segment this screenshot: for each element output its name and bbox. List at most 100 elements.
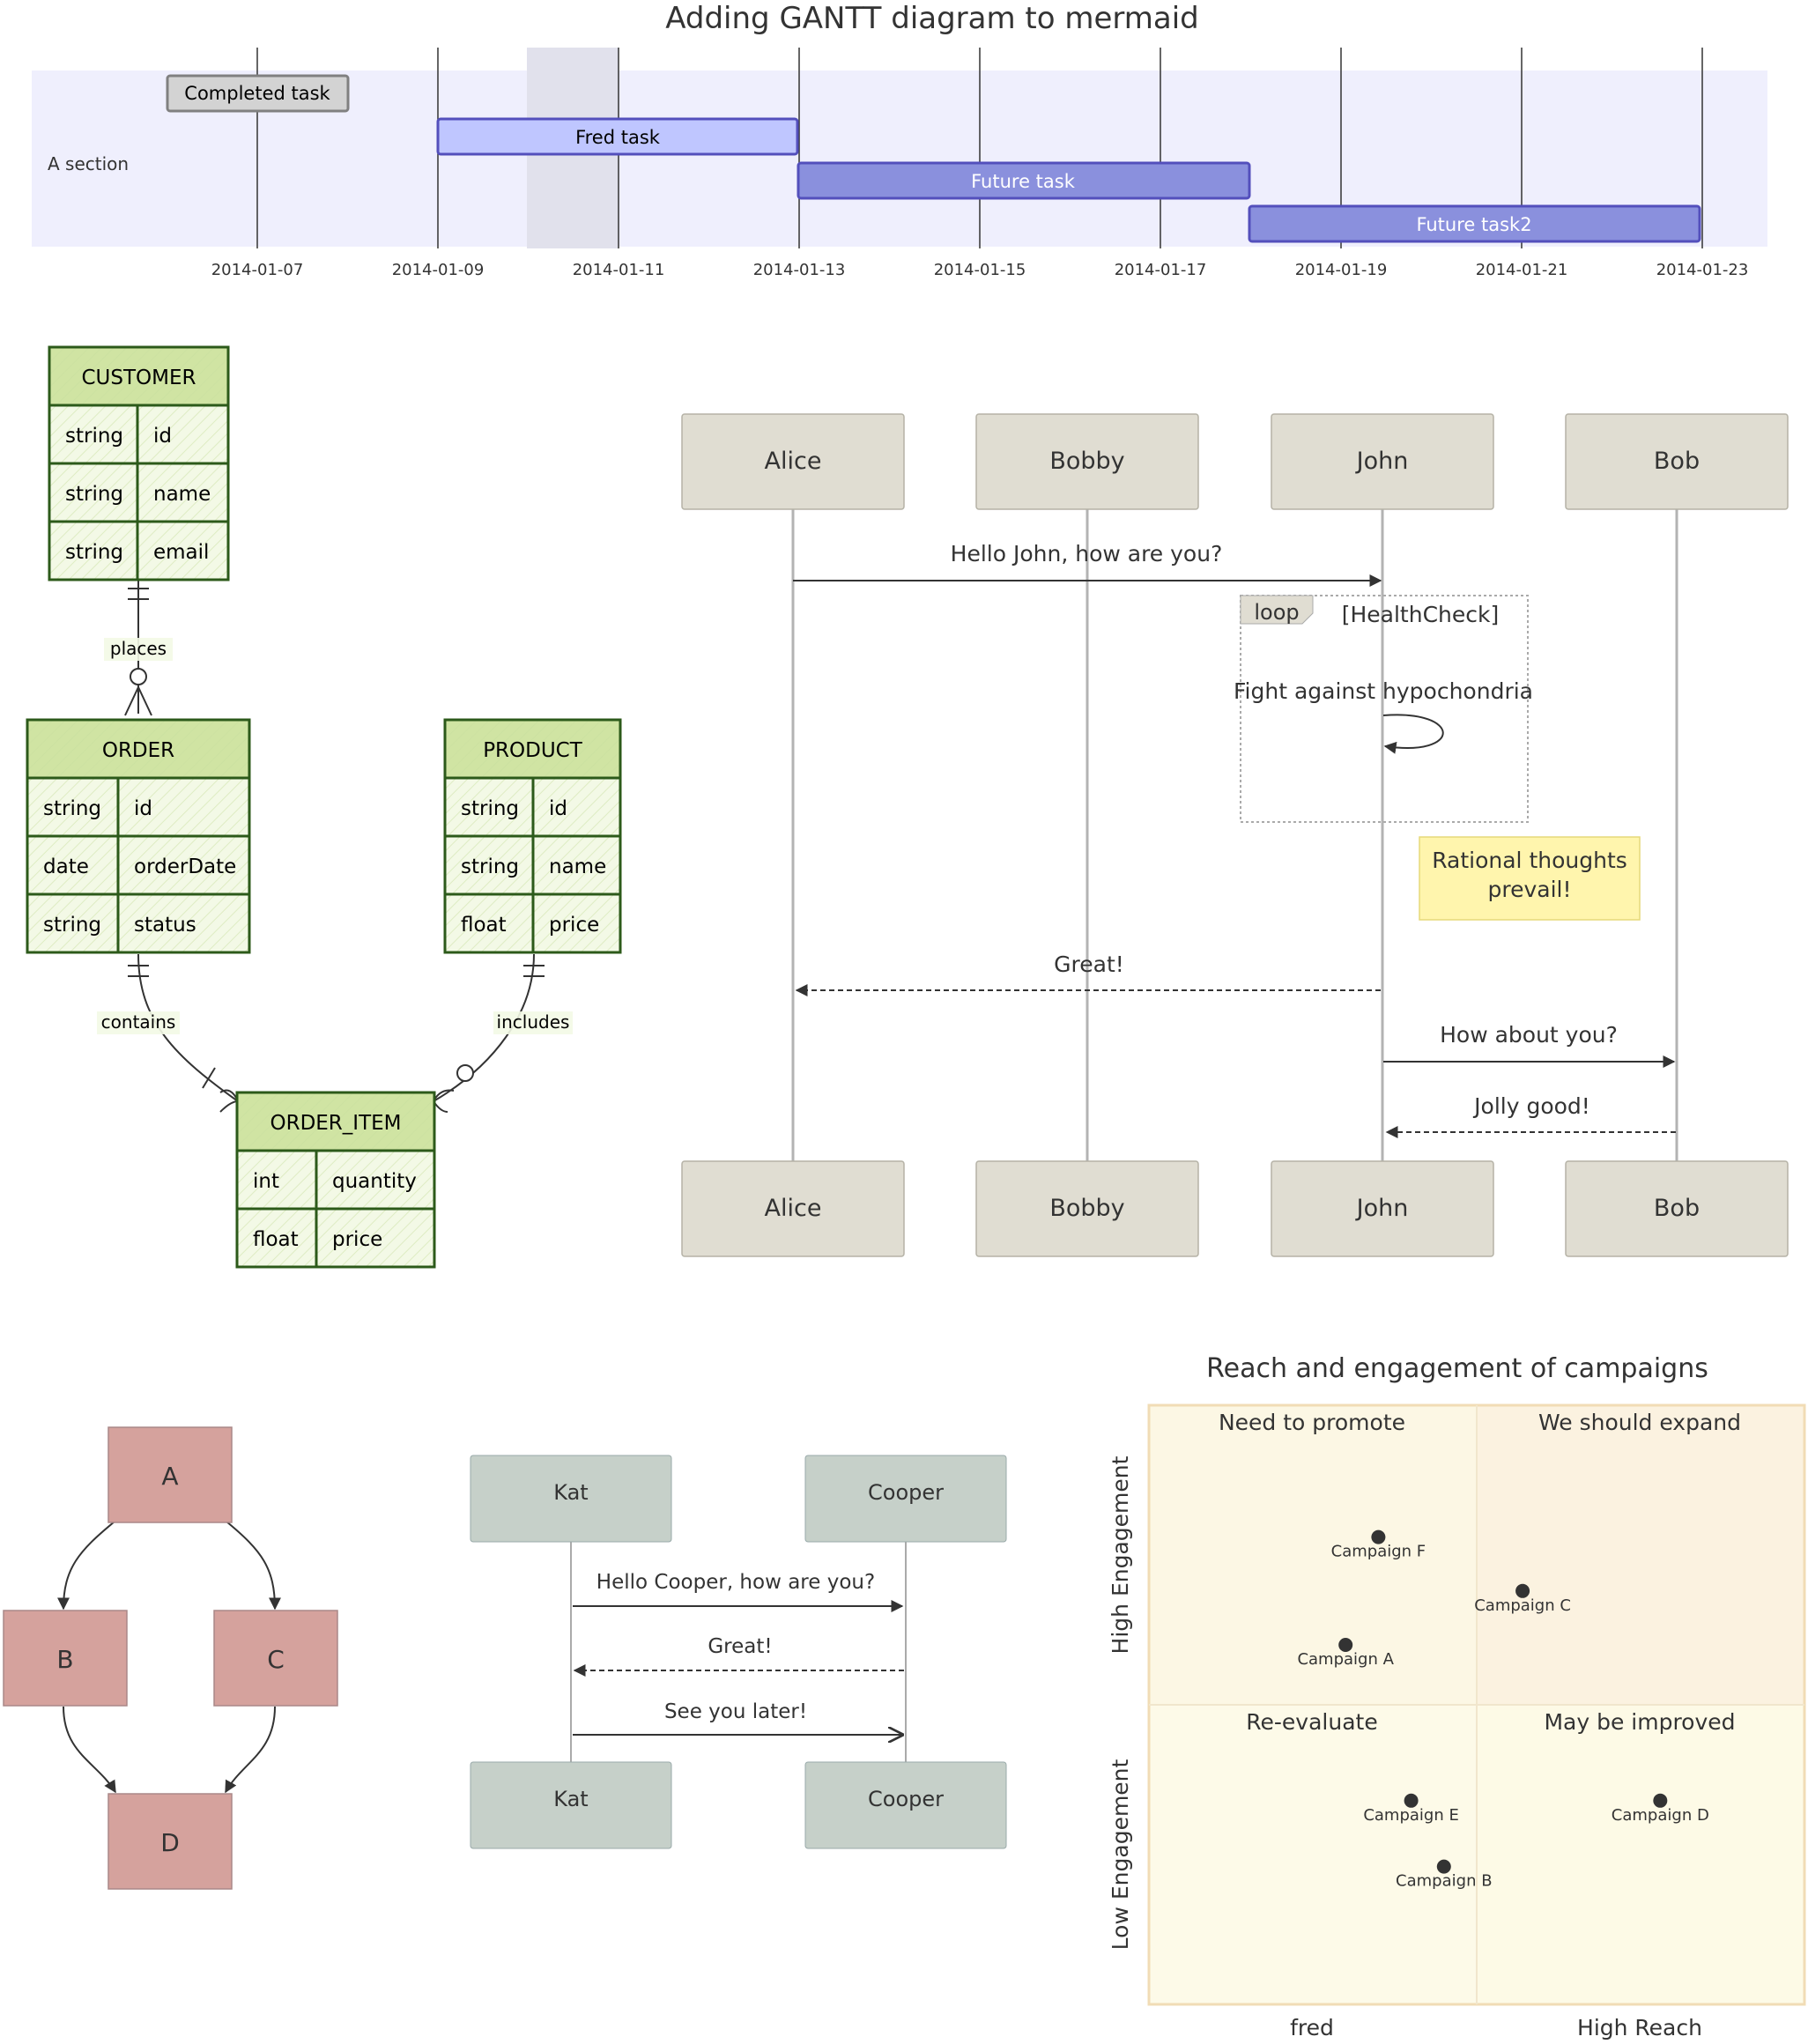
actor-alice-bottom[interactable]: Alice [681, 1160, 905, 1257]
er-attr-type: string [461, 855, 519, 878]
er-entity-name: CUSTOMER [81, 367, 196, 389]
gantt-tick-label: 2014-01-11 [573, 261, 665, 279]
gantt-tick-label: 2014-01-07 [211, 261, 304, 279]
er-relation-contains [137, 953, 239, 1102]
er-attr-name: orderDate [134, 855, 236, 878]
data-point-label: Campaign F [1331, 1543, 1426, 1561]
flow-node-label: C [267, 1645, 285, 1674]
er-attr-type: float [461, 914, 507, 937]
er-label-includes: includes [497, 1011, 570, 1033]
gantt-task-completed[interactable]: Completed task [166, 74, 350, 113]
er-attr-type: float [253, 1228, 299, 1251]
actor-cooper-bottom[interactable]: Cooper [804, 1761, 1007, 1849]
er-attr-name: id [153, 425, 172, 448]
quadrant-2-label: Need to promote [1219, 1410, 1405, 1435]
data-point-campaign-d[interactable] [1653, 1793, 1668, 1808]
actor-label: Cooper [868, 1787, 944, 1811]
flowchart: A B C D [3, 1426, 338, 1890]
er-entity-order[interactable]: ORDER string id date orderDate string status [26, 718, 251, 954]
edge-a-b [57, 1521, 115, 1611]
er-attr-type: int [253, 1170, 279, 1193]
er-attr-type: string [65, 541, 123, 564]
note-line-1: Rational thoughts [1432, 848, 1627, 873]
er-label-places: places [110, 638, 167, 659]
edge-c-d [225, 1706, 276, 1794]
note-line-2: prevail! [1487, 877, 1571, 902]
er-attr-name: price [549, 914, 599, 937]
message-3-label: How about you? [1440, 1022, 1618, 1048]
data-point-campaign-f[interactable] [1371, 1529, 1386, 1544]
loop-tab [1240, 595, 1314, 625]
er-attr-name: price [332, 1228, 382, 1251]
gantt-task-future2[interactable]: Future task2 [1248, 204, 1701, 243]
edge-b-d [63, 1706, 116, 1794]
er-label-contains: contains [101, 1011, 176, 1033]
flow-node-a[interactable]: A [107, 1426, 233, 1523]
actor-john-top[interactable]: John [1271, 413, 1494, 510]
quadrant-1-label: We should expand [1538, 1410, 1741, 1435]
sequence-diagram-small: Kat Cooper Kat Cooper Hello Cooper, how … [470, 1455, 1007, 1849]
gantt-tick-label: 2014-01-09 [392, 261, 485, 279]
data-point-campaign-b[interactable] [1436, 1859, 1451, 1874]
actor-kat-bottom[interactable]: Kat [470, 1761, 672, 1849]
loop-frame [1240, 595, 1529, 823]
er-attr-type: date [43, 855, 89, 878]
er-attr-name: name [153, 483, 211, 506]
flow-node-c[interactable]: C [213, 1610, 338, 1707]
er-attr-name: status [134, 914, 196, 937]
er-entity-name: ORDER [102, 739, 174, 762]
gantt-tick-label: 2014-01-23 [1656, 261, 1749, 279]
actor-label: Bob [1654, 1195, 1700, 1222]
gantt-task-fred[interactable]: Fred task [436, 117, 799, 156]
message-self: Fight against hypochondria [1234, 678, 1533, 704]
gantt-task-label: Completed task [184, 83, 330, 104]
actor-label: Bob [1654, 448, 1700, 475]
actor-label: John [1355, 1195, 1409, 1222]
data-point-campaign-c[interactable] [1515, 1583, 1530, 1598]
actor-bob-top[interactable]: Bob [1565, 413, 1789, 510]
data-point-campaign-e[interactable] [1404, 1793, 1419, 1808]
er-attr-type: string [65, 425, 123, 448]
gantt-section-label: A section [48, 153, 129, 174]
er-cardinality-marks [124, 588, 545, 1113]
er-entity-name: ORDER_ITEM [270, 1112, 401, 1135]
actor-bob-bottom[interactable]: Bob [1565, 1160, 1789, 1257]
quadrant-chart: Reach and engagement of campaigns Need t… [1108, 1353, 1806, 2040]
actor-kat-top[interactable]: Kat [470, 1455, 672, 1543]
data-point-label: Campaign D [1612, 1806, 1709, 1825]
quadrant-4 [1477, 1705, 1804, 2004]
quadrant-4-label: May be improved [1544, 1709, 1735, 1735]
actor-label: Bobby [1049, 1195, 1124, 1222]
data-point-campaign-a[interactable] [1338, 1638, 1353, 1652]
gantt-task-future[interactable]: Future task [797, 161, 1251, 200]
gantt-tick-label: 2014-01-19 [1295, 261, 1388, 279]
gantt-tick-label: 2014-01-15 [934, 261, 1026, 279]
er-diagram: places contains includes CUSTOMER string i… [26, 345, 622, 1269]
quadrant-title: Reach and engagement of campaigns [1206, 1353, 1708, 1384]
er-attr-type: string [43, 914, 101, 937]
gantt-task-label: Fred task [575, 127, 661, 148]
note-box [1419, 836, 1641, 921]
er-attr-type: string [43, 797, 101, 820]
actor-john-bottom[interactable]: John [1271, 1160, 1494, 1257]
seq2-message-3: See you later! [664, 1700, 807, 1723]
x-axis-right-label: High Reach [1577, 2015, 1702, 2040]
flow-node-label: D [160, 1828, 180, 1857]
quadrant-1 [1477, 1405, 1804, 1705]
actor-bobby-bottom[interactable]: Bobby [975, 1160, 1199, 1257]
actor-cooper-top[interactable]: Cooper [804, 1455, 1007, 1543]
flow-node-b[interactable]: B [3, 1610, 128, 1707]
actor-label: Bobby [1049, 448, 1124, 475]
actor-bobby-top[interactable]: Bobby [975, 413, 1199, 510]
x-axis-left-label: fred [1290, 2015, 1334, 2040]
flow-edges [57, 1521, 281, 1794]
er-attr-name: id [134, 797, 152, 820]
flow-node-d[interactable]: D [107, 1793, 233, 1890]
actor-alice-top[interactable]: Alice [681, 413, 905, 510]
actor-label: John [1355, 448, 1409, 475]
